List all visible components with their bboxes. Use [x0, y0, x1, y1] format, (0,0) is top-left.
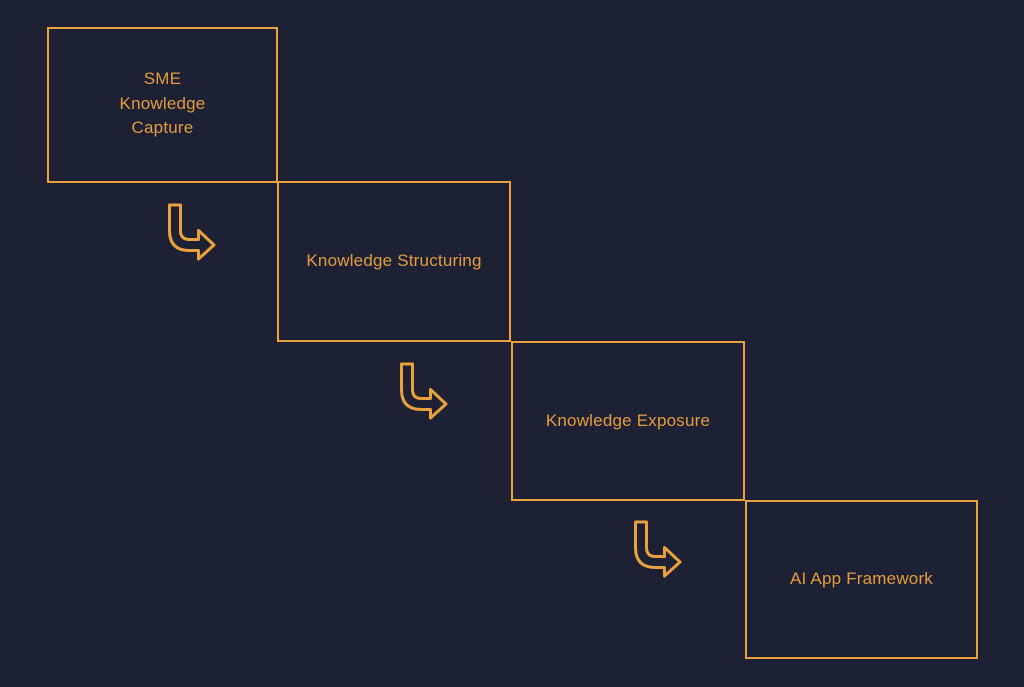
arrow-turn-down-right-icon [392, 362, 450, 420]
stage-label-knowledge-exposure: Knowledge Exposure [545, 410, 711, 430]
stage-label-ai-app-framework: AI App Framework [789, 569, 934, 589]
stage-box-knowledge-exposure[interactable]: Knowledge Exposure [511, 341, 745, 501]
stage-box-ai-app-framework[interactable]: AI App Framework [745, 500, 978, 659]
arrow-turn-down-right-icon [160, 203, 218, 261]
stage-box-knowledge-structuring[interactable]: Knowledge Structuring [277, 181, 511, 342]
stage-label-knowledge-structuring: Knowledge Structuring [306, 251, 482, 271]
stage-box-sme-knowledge-capture[interactable]: SME Knowledge Capture [47, 27, 278, 183]
arrow-turn-down-right-icon [626, 520, 684, 578]
stage-label-sme-knowledge-capture: SME Knowledge Capture [119, 69, 206, 138]
